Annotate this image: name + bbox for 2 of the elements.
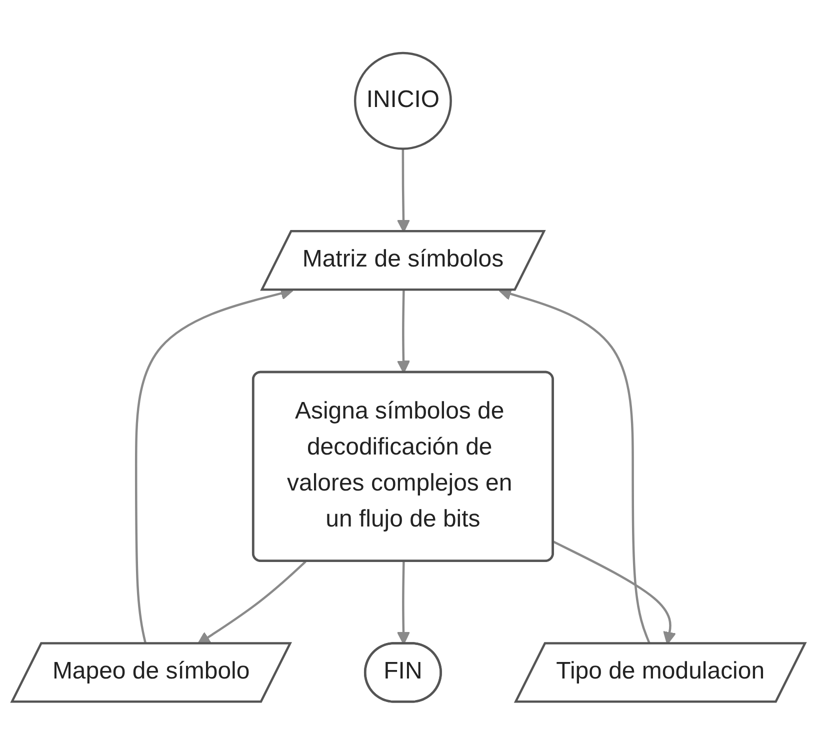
flowchart-drawing: INICIO Mapeo de símbolo Matriz de símbolos Tipo de modulacion Asigna símbolos de decodificación de valores complejos en un flujo de bits FIN bbox=[0, 40, 817, 714]
node-circle bbox=[354, 52, 452, 150]
